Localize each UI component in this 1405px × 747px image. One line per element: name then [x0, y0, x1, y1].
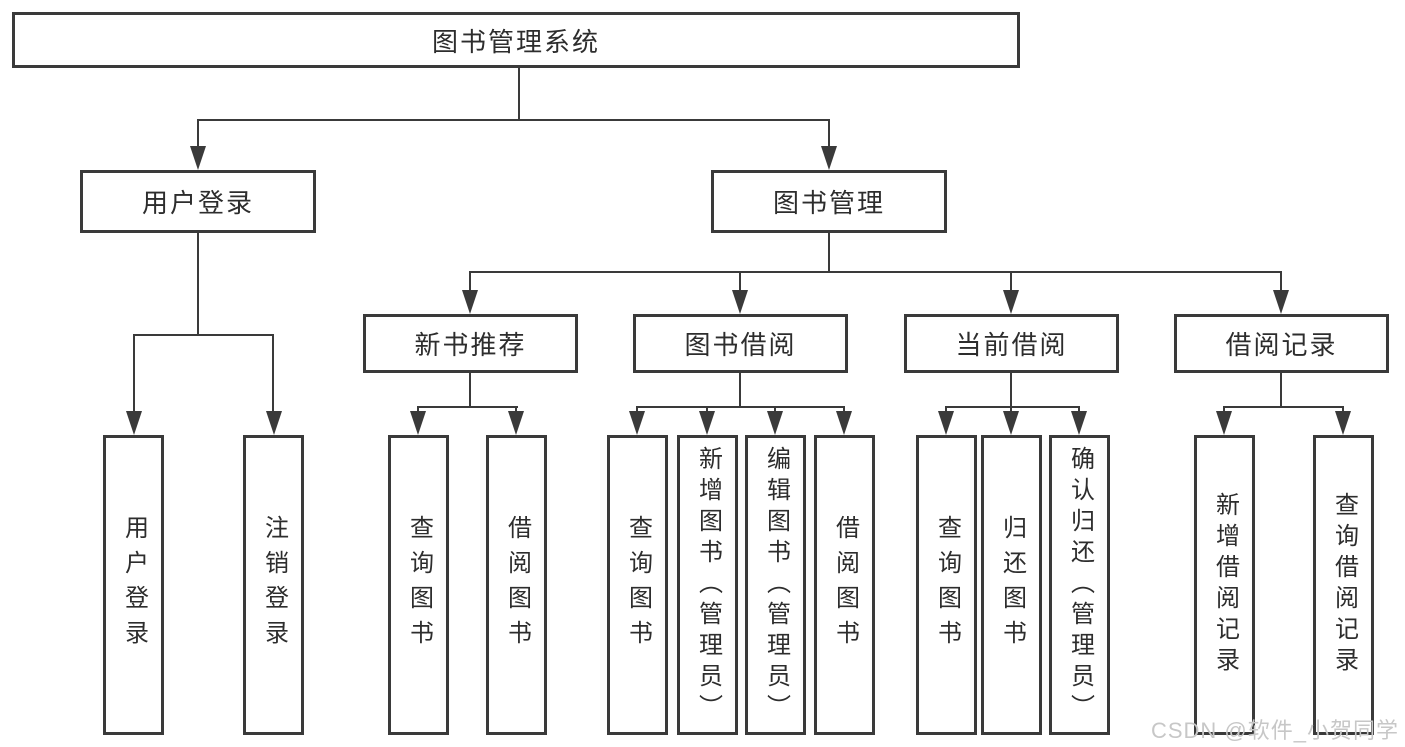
connector-line: [1078, 406, 1080, 411]
arrowhead-down-icon: [732, 290, 748, 314]
arrowhead-down-icon: [938, 411, 954, 435]
leaf-edit-books-admin: 编辑图书（管理员）: [745, 435, 806, 735]
leaf-borrow-books: 借阅图书: [814, 435, 875, 735]
connector-line: [133, 334, 135, 411]
connector-line: [1223, 406, 1344, 408]
connector-line: [272, 334, 274, 411]
arrowhead-down-icon: [821, 146, 837, 170]
connector-line: [518, 68, 520, 120]
leaf-user-login-label: 用户登录: [120, 515, 148, 655]
connector-line: [828, 119, 830, 146]
node-new-book-recommend: 新书推荐: [363, 314, 578, 373]
leaf-add-books-admin-label: 新增图书（管理员）: [694, 445, 722, 725]
node-user-login-label: 用户登录: [141, 188, 254, 218]
node-current-borrowing-label: 当前借阅: [955, 330, 1068, 360]
node-book-borrowing: 图书借阅: [633, 314, 848, 373]
leaf-add-books-admin: 新增图书（管理员）: [677, 435, 738, 735]
arrowhead-down-icon: [462, 290, 478, 314]
leaf-borrow-books-recommend: 借阅图书: [486, 435, 547, 735]
connector-line: [417, 406, 518, 408]
leaf-query-books-current-label: 查询图书: [933, 515, 961, 655]
leaf-query-books-borrowing: 查询图书: [607, 435, 668, 735]
arrowhead-down-icon: [699, 411, 715, 435]
arrowhead-down-icon: [266, 411, 282, 435]
connector-line: [1010, 373, 1012, 407]
leaf-add-borrow-record-label: 新增借阅记录: [1211, 492, 1239, 678]
connector-line: [469, 271, 471, 290]
leaf-query-books-borrowing-label: 查询图书: [624, 515, 652, 655]
connector-line: [197, 233, 199, 335]
leaf-user-login: 用户登录: [103, 435, 164, 735]
connector-line: [197, 119, 199, 146]
connector-line: [469, 373, 471, 407]
connector-line: [739, 373, 741, 407]
node-book-management: 图书管理: [711, 170, 947, 233]
leaf-confirm-return-admin: 确认归还（管理员）: [1049, 435, 1110, 735]
leaf-return-books-label: 归还图书: [998, 515, 1026, 655]
leaf-confirm-return-admin-label: 确认归还（管理员）: [1066, 445, 1094, 725]
leaf-logout: 注销登录: [243, 435, 304, 735]
arrowhead-down-icon: [1003, 290, 1019, 314]
leaf-query-books-recommend: 查询图书: [388, 435, 449, 735]
node-borrowing-records-label: 借阅记录: [1225, 330, 1338, 360]
csdn-watermark: CSDN @软件_小贺同学: [1150, 718, 1399, 743]
connector-line: [945, 406, 1080, 408]
connector-line: [636, 406, 845, 408]
connector-line: [515, 406, 517, 411]
leaf-edit-books-admin-label: 编辑图书（管理员）: [762, 445, 790, 725]
node-user-login: 用户登录: [80, 170, 316, 233]
leaf-add-borrow-record: 新增借阅记录: [1194, 435, 1255, 735]
arrowhead-down-icon: [410, 411, 426, 435]
connector-line: [1010, 271, 1012, 290]
node-root-label: 图书管理系统: [431, 26, 600, 57]
arrowhead-down-icon: [1003, 411, 1019, 435]
leaf-query-borrow-record: 查询借阅记录: [1313, 435, 1374, 735]
connector-line: [1280, 373, 1282, 407]
leaf-query-borrow-record-label: 查询借阅记录: [1330, 492, 1358, 678]
arrowhead-down-icon: [1216, 411, 1232, 435]
connector-line: [1223, 406, 1225, 411]
arrowhead-down-icon: [767, 411, 783, 435]
node-book-borrowing-label: 图书借阅: [684, 330, 797, 360]
connector-line: [843, 406, 845, 411]
connector-line: [739, 271, 741, 290]
connector-line: [1342, 406, 1344, 411]
connector-line: [945, 406, 947, 411]
leaf-logout-label: 注销登录: [260, 515, 288, 655]
connector-line: [1010, 406, 1012, 411]
arrowhead-down-icon: [629, 411, 645, 435]
arrowhead-down-icon: [1071, 411, 1087, 435]
leaf-return-books: 归还图书: [981, 435, 1042, 735]
connector-line: [197, 119, 830, 121]
connector-line: [706, 406, 708, 411]
leaf-query-books-recommend-label: 查询图书: [405, 515, 433, 655]
arrowhead-down-icon: [1273, 290, 1289, 314]
connector-line: [469, 271, 1282, 273]
leaf-query-books-current: 查询图书: [916, 435, 977, 735]
arrowhead-down-icon: [126, 411, 142, 435]
node-borrowing-records: 借阅记录: [1174, 314, 1389, 373]
node-root: 图书管理系统: [12, 12, 1020, 68]
connector-line: [828, 233, 830, 272]
connector-line: [774, 406, 776, 411]
arrowhead-down-icon: [836, 411, 852, 435]
leaf-borrow-books-recommend-label: 借阅图书: [503, 515, 531, 655]
connector-line: [1280, 271, 1282, 290]
arrowhead-down-icon: [190, 146, 206, 170]
connector-line: [417, 406, 419, 411]
connector-line: [133, 334, 274, 336]
node-current-borrowing: 当前借阅: [904, 314, 1119, 373]
arrowhead-down-icon: [508, 411, 524, 435]
leaf-borrow-books-label: 借阅图书: [831, 515, 859, 655]
arrowhead-down-icon: [1335, 411, 1351, 435]
node-book-management-label: 图书管理: [772, 188, 885, 218]
connector-line: [636, 406, 638, 411]
node-new-book-recommend-label: 新书推荐: [414, 330, 527, 360]
